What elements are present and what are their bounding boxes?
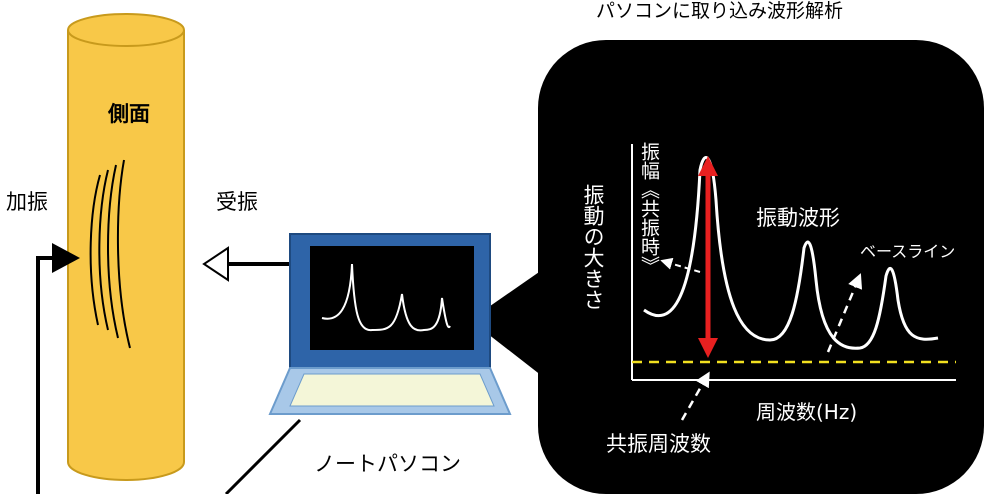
x-axis-label: 周波数(Hz) — [756, 400, 858, 424]
vibration-waveform — [643, 156, 939, 350]
laptop-icon — [268, 233, 512, 415]
log-side-label: 側面 — [108, 102, 150, 126]
laptop-label: ノートパソコン — [314, 452, 461, 476]
laptop-cable — [224, 418, 302, 494]
vertical-caption: 振動の大きさ — [581, 184, 605, 310]
amplitude-pointer-arrow — [660, 257, 701, 273]
receive-label: 受振 — [216, 190, 258, 214]
excite-label: 加振 — [6, 190, 48, 214]
graph-callout-bubble — [470, 40, 984, 494]
graph-axes — [631, 144, 956, 381]
vibration-wave-icon — [89, 159, 131, 349]
diagram-title: パソコンに取り込み波形解析 — [596, 0, 844, 22]
waveform-label: 振動波形 — [756, 206, 840, 230]
amplitude-arrow — [698, 156, 718, 358]
excitation-arrow — [36, 243, 80, 494]
baseline-label: ベースライン — [860, 242, 956, 261]
receive-arrow — [202, 246, 296, 282]
log-cylinder — [67, 13, 185, 481]
resonance-label: 共振周波数 — [606, 432, 711, 456]
y-axis-label: 振幅《共振時》 — [638, 142, 660, 275]
